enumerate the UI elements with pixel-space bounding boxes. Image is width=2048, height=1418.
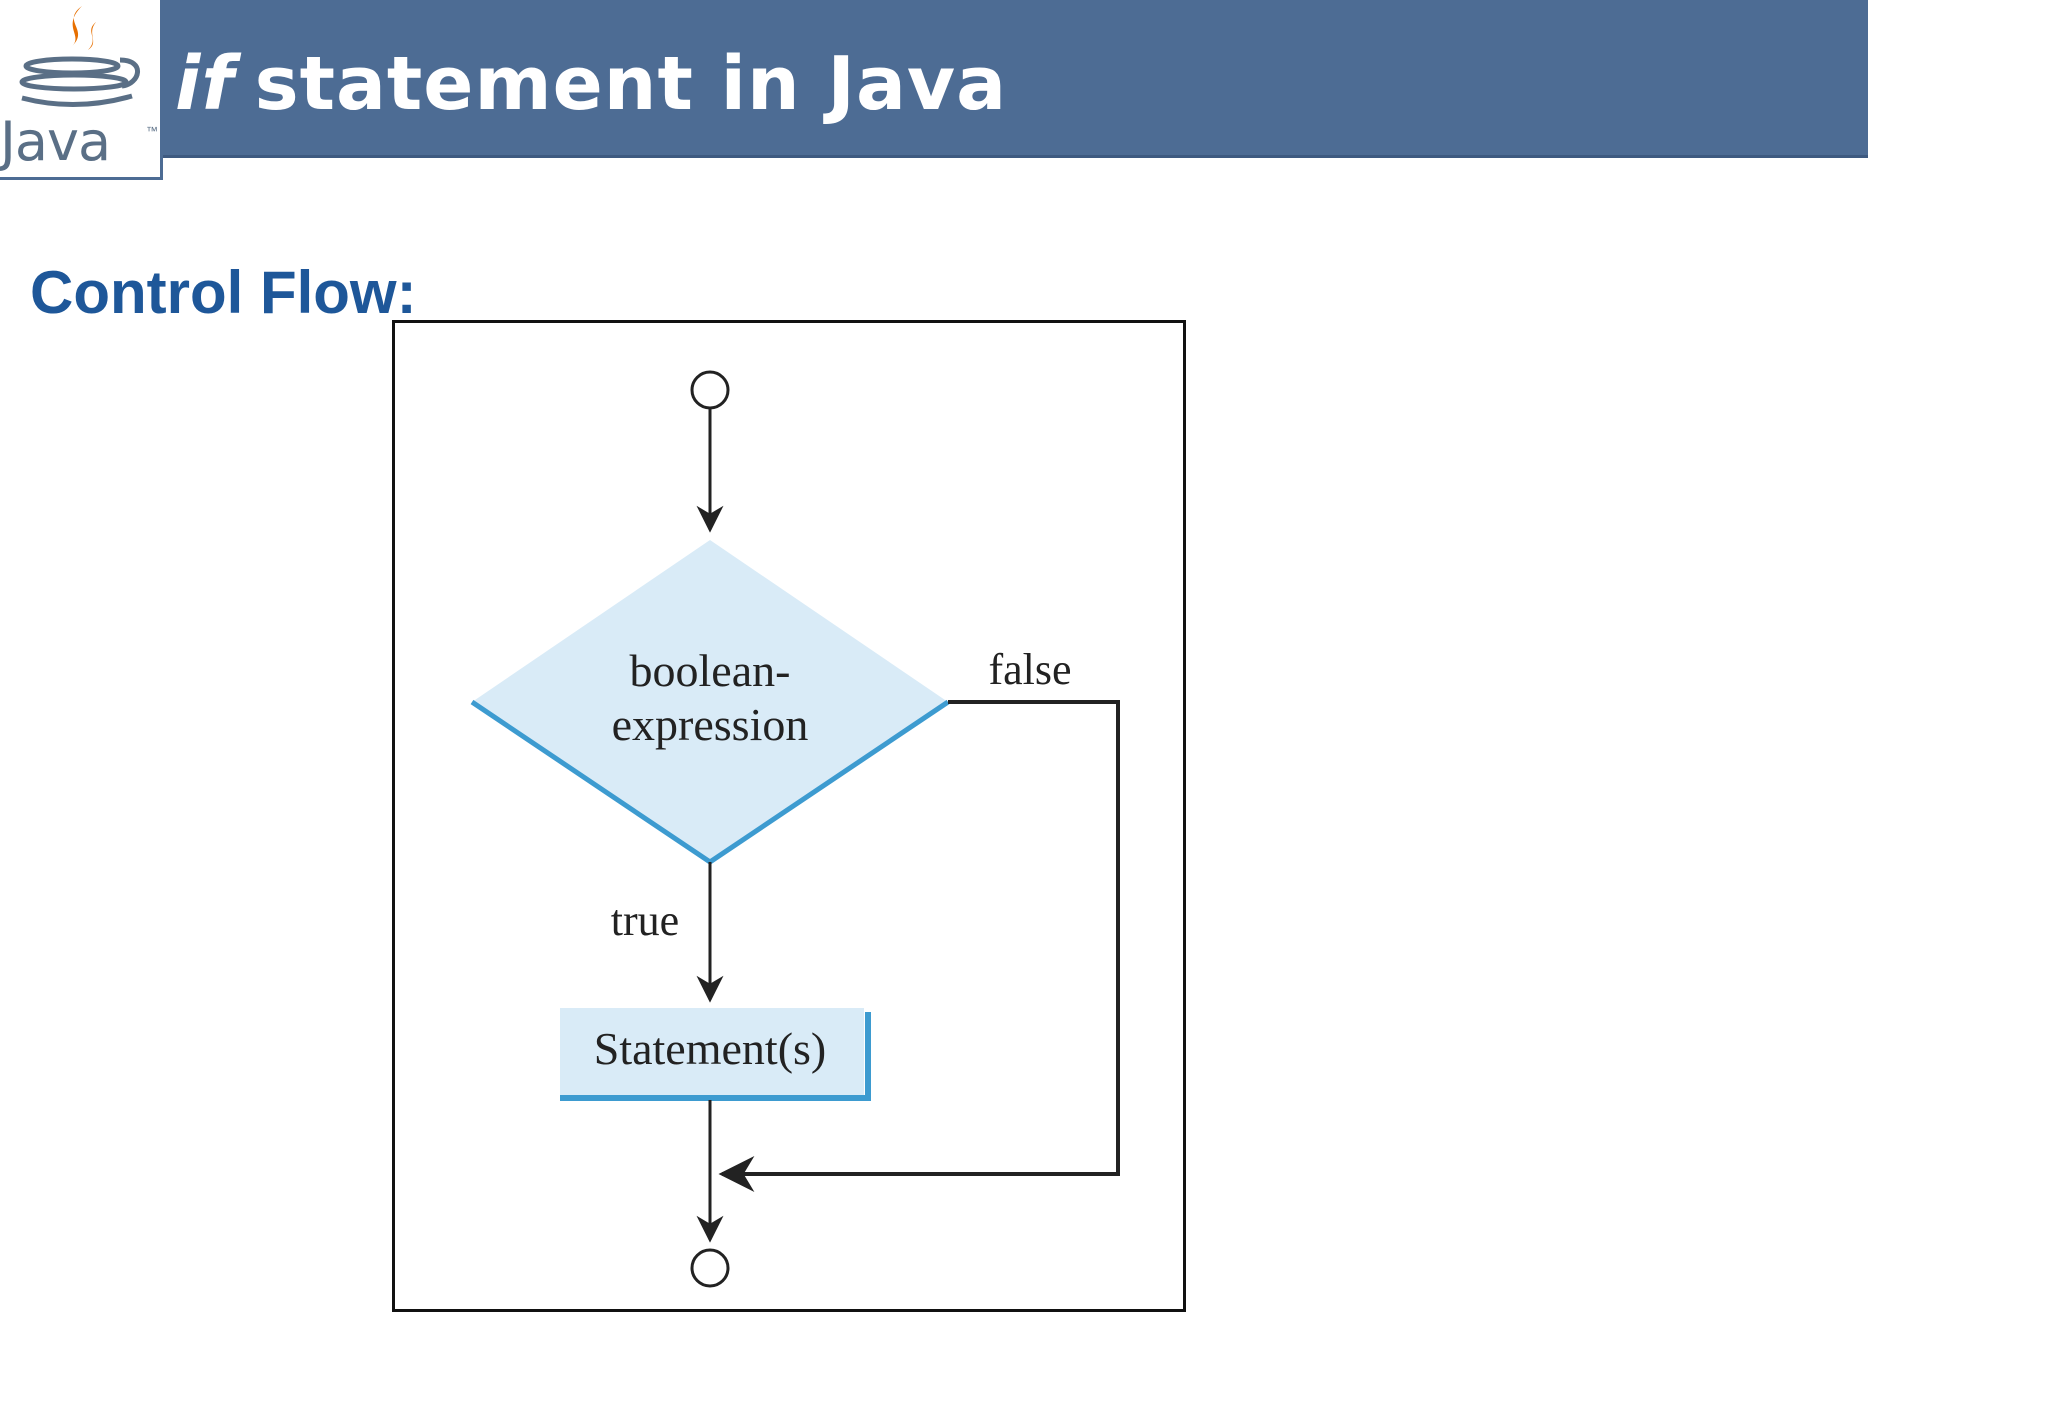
false-branch-line — [718, 700, 1120, 1192]
trademark-mark: ™ — [146, 124, 158, 138]
start-node — [690, 370, 730, 410]
cup-ring-middle — [19, 72, 129, 92]
flowchart-frame — [392, 320, 1186, 1312]
title-bar — [155, 0, 1868, 158]
false-label: false — [988, 645, 1071, 694]
coffee-cup-icon — [19, 6, 140, 108]
statement-box — [560, 1008, 864, 1098]
java-wordmark: Java — [0, 110, 111, 173]
java-logo: Java ™ — [0, 0, 163, 180]
slide-title: if statement in Java — [175, 34, 1007, 134]
cup-handle — [119, 57, 140, 89]
true-label: true — [611, 896, 679, 945]
flame-small-icon — [88, 22, 96, 50]
section-heading: Control Flow: — [30, 259, 417, 326]
title-rest: statement in Java — [254, 41, 1008, 127]
statement-box-shadow — [560, 1012, 871, 1101]
statement-label: Statement(s) — [594, 1023, 827, 1074]
decision-label-line2: expression — [612, 699, 809, 750]
end-node — [690, 1248, 730, 1288]
decision-label-line1: boolean- — [630, 645, 791, 696]
title-keyword: if — [175, 41, 235, 127]
cup-saucer — [21, 93, 133, 108]
flame-icon — [70, 6, 82, 48]
